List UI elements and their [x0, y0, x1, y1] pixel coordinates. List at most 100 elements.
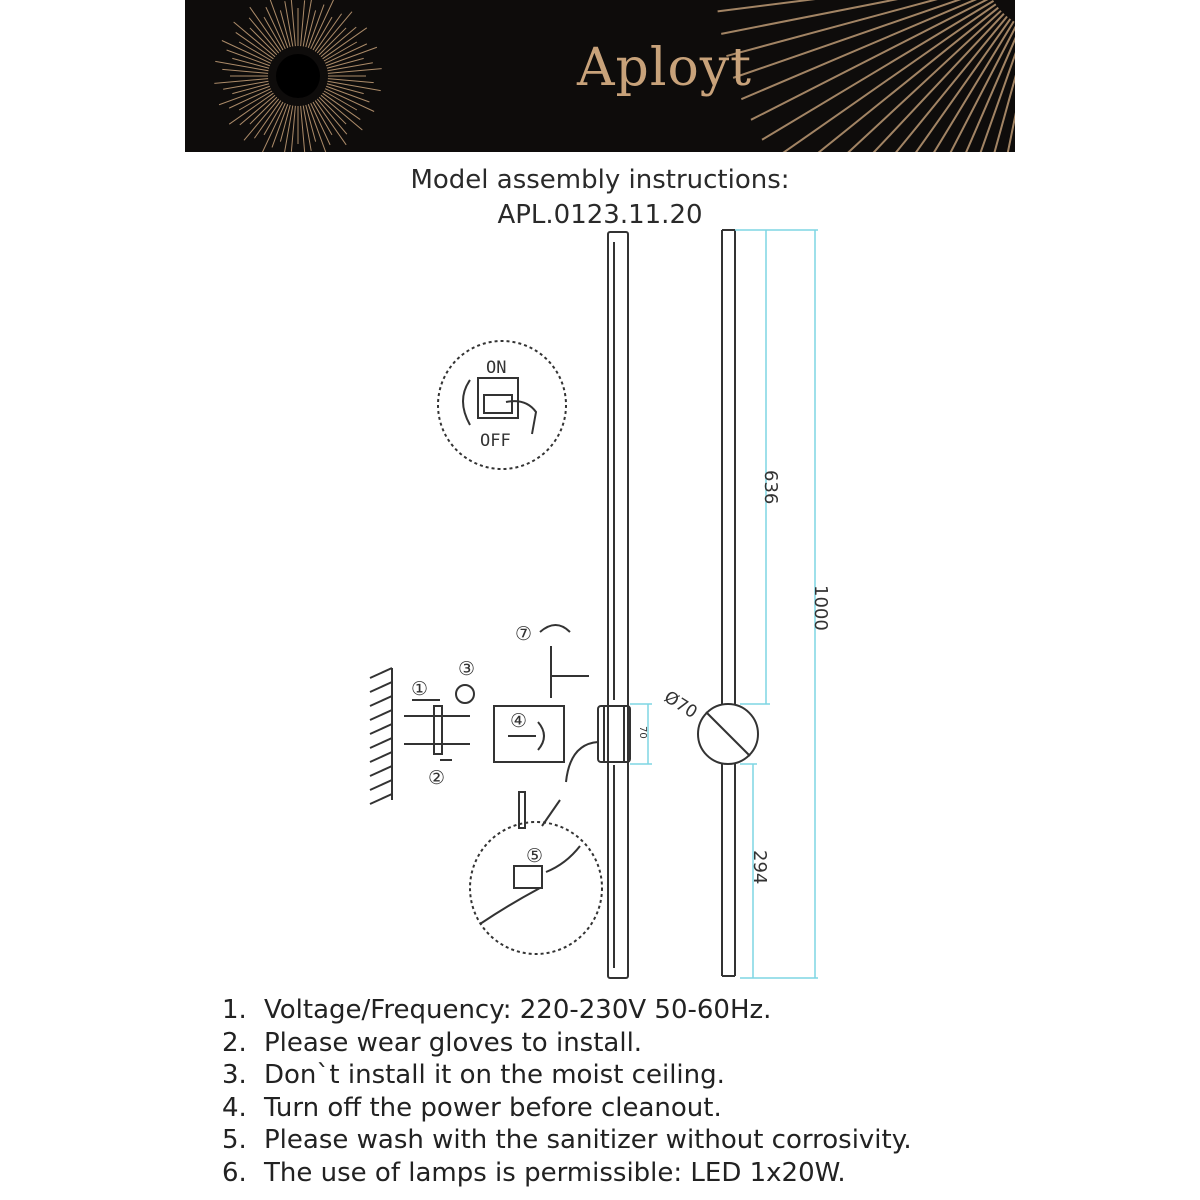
- sun-ray: [262, 102, 286, 152]
- sun-ray: [232, 57, 270, 69]
- step-5-marker: ⑤: [526, 845, 543, 867]
- sun-ray: [239, 94, 276, 126]
- sun-ray: [323, 90, 358, 111]
- decorative-ray: [817, 6, 999, 152]
- sun-ray: [320, 26, 357, 58]
- sun-ray: [284, 105, 294, 152]
- sun-ray: [307, 4, 325, 48]
- brand-logo-text: Aployt: [577, 38, 753, 98]
- sun-ray: [322, 27, 368, 60]
- top-screw: [539, 624, 589, 698]
- decorative-ray: [732, 0, 962, 79]
- lamp-side-view: [697, 229, 759, 977]
- switch-on-label: ON: [486, 358, 506, 378]
- step-2-marker: ②: [428, 767, 445, 789]
- decorative-ray: [895, 15, 1008, 152]
- sun-ray: [271, 104, 289, 148]
- sun-ray: [327, 80, 381, 92]
- sun-ray: [307, 104, 327, 152]
- step-4-marker: ④: [510, 710, 527, 732]
- sun-ray: [265, 6, 286, 50]
- decorative-ray: [761, 0, 995, 141]
- sun-ray: [302, 0, 312, 47]
- sun-ray: [249, 6, 282, 52]
- box-height-dimension: [630, 703, 652, 765]
- dimension-636-label: 636: [760, 470, 781, 504]
- side-dimensions: [735, 229, 818, 979]
- sun-ray: [305, 10, 317, 48]
- instructions-list: 1. Voltage/Frequency: 220-230V 50-60Hz. 2…: [222, 994, 912, 1189]
- sun-logo-icon: [214, 0, 382, 152]
- sun-ray: [290, 105, 296, 152]
- instruction-text: Turn off the power before cleanout.: [264, 1092, 722, 1123]
- diameter-label: Ø70: [660, 687, 700, 723]
- decorative-ray: [782, 3, 997, 152]
- sun-ray: [263, 16, 284, 51]
- instruction-number: 1.: [222, 995, 247, 1025]
- wall-surface: [369, 667, 393, 805]
- sun-ray: [248, 17, 280, 54]
- instruction-item: 5. Please wash with the sanitizer without…: [222, 1124, 912, 1157]
- sun-ray: [324, 43, 368, 64]
- instruction-text: The use of lamps is permissible: LED 1x2…: [264, 1157, 846, 1188]
- sun-ray: [269, 0, 289, 48]
- sun-ray: [238, 90, 273, 111]
- sun-ray: [322, 92, 361, 121]
- box-height-label: 70: [637, 726, 648, 739]
- instruction-number: 5.: [222, 1125, 247, 1155]
- instruction-item: 6.The use of lamps is permissible: LED 1…: [222, 1157, 912, 1190]
- instruction-text: Voltage/Frequency: 220-230V 50-60Hz.: [264, 995, 772, 1025]
- sun-ray: [279, 10, 291, 48]
- instruction-item: 2.Please wear gloves to install.: [222, 1027, 912, 1060]
- sun-ray: [284, 1, 294, 47]
- sun-ray: [233, 21, 276, 58]
- sun-ray: [215, 60, 269, 72]
- sun-ray: [279, 104, 291, 142]
- sun-ray: [253, 100, 282, 139]
- sun-ray: [218, 85, 270, 106]
- decorative-ray: [726, 0, 938, 58]
- sun-ray: [310, 0, 334, 50]
- sun-ray: [263, 101, 284, 136]
- sun-ray: [305, 104, 317, 142]
- wiring-detail: [469, 791, 603, 955]
- switch-detail: [437, 340, 567, 470]
- sun-ray: [228, 88, 272, 109]
- decorative-ray: [949, 25, 1015, 152]
- instruction-item: 3.Don`t install it on the moist ceiling.: [222, 1059, 912, 1092]
- sun-ray: [223, 80, 269, 90]
- instruction-text: Don`t install it on the moist ceiling.: [264, 1060, 725, 1090]
- sun-ray: [235, 31, 274, 60]
- decorative-ray: [717, 0, 816, 13]
- instruction-number: 4.: [222, 1092, 247, 1123]
- sun-ray: [228, 92, 274, 125]
- dimension-294-label: 294: [749, 850, 770, 884]
- sun-ray: [232, 83, 270, 95]
- dimension-1000-label: 1000: [810, 585, 831, 631]
- sun-ray: [290, 0, 296, 47]
- sun-ray: [314, 100, 347, 146]
- sun-ray: [243, 98, 280, 141]
- instruction-text: Please wash with the sanitizer without c…: [264, 1125, 912, 1155]
- sun-ray: [324, 88, 375, 112]
- decorative-ray: [872, 13, 1005, 152]
- sun-ray: [316, 98, 348, 135]
- sun-ray: [300, 105, 306, 152]
- sun-ray: [221, 40, 272, 64]
- step-1-marker: ①: [411, 678, 428, 700]
- sun-ray: [312, 101, 333, 136]
- instruction-text: Please wear gloves to install.: [264, 1027, 643, 1058]
- sun-ray: [310, 102, 331, 146]
- decorative-ray: [915, 18, 1012, 152]
- sun-ray: [327, 78, 374, 84]
- sun-ray: [323, 41, 358, 62]
- sun-ray: [214, 78, 269, 84]
- sun-ray: [326, 83, 364, 95]
- sun-ray: [326, 85, 370, 103]
- sun-ray: [320, 94, 363, 131]
- decorative-ray: [933, 20, 1015, 152]
- sun-ray: [300, 0, 306, 47]
- sun-ray: [326, 57, 364, 69]
- sun-ray: [327, 68, 382, 74]
